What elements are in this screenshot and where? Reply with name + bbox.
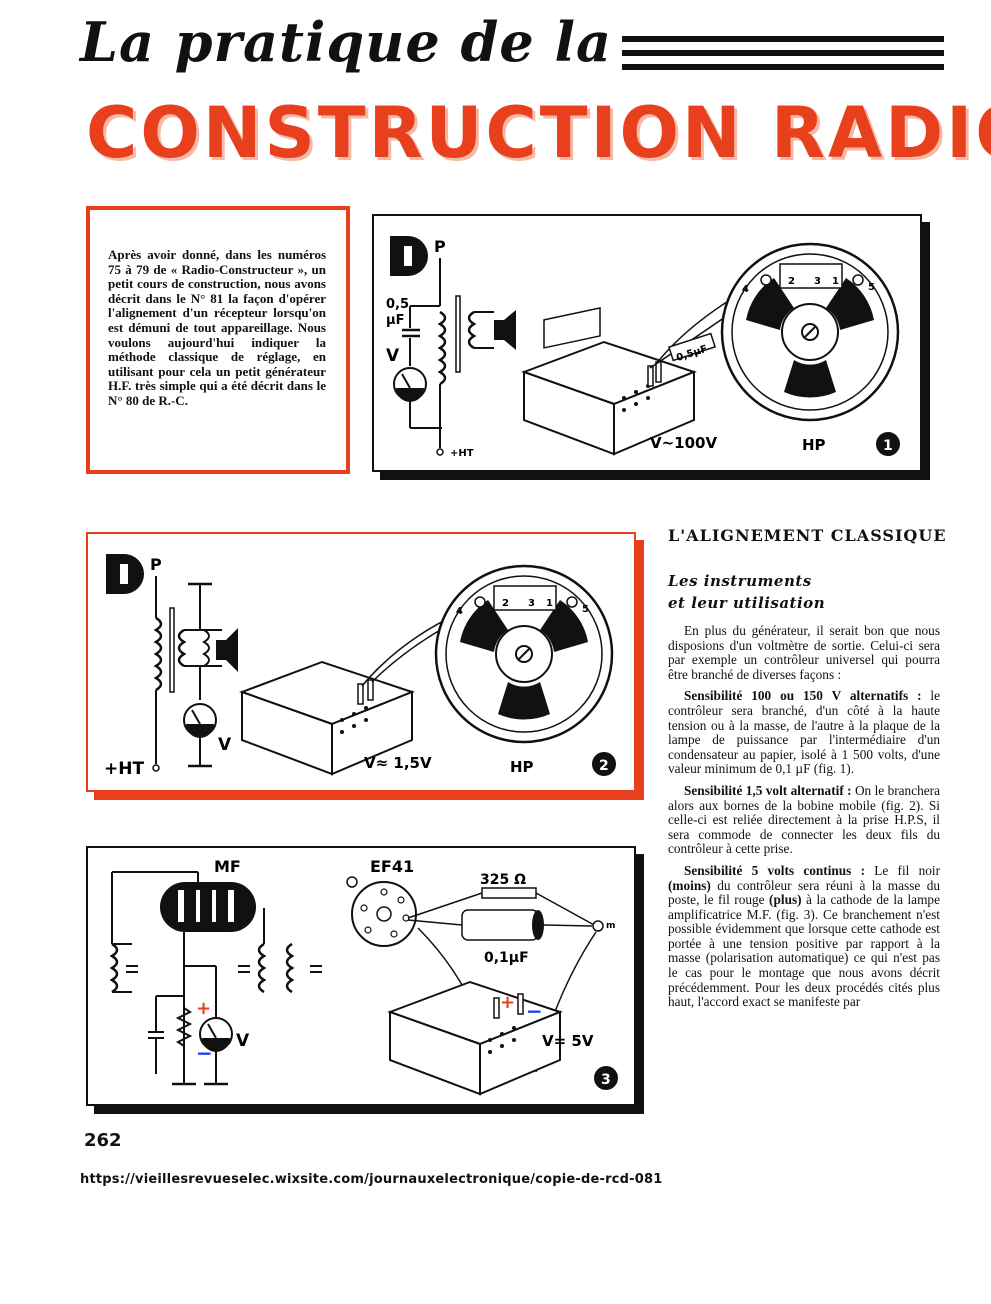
paragraph-2: Sensibilité 100 ou 150 V alternatifs : l…	[668, 688, 940, 777]
article-body: En plus du générateur, il serait bon que…	[668, 623, 941, 1017]
svg-text:2: 2	[788, 276, 795, 287]
svg-text:0,5: 0,5	[386, 297, 409, 312]
fig3-number: 3	[601, 1072, 611, 1088]
svg-text:+HT: +HT	[450, 448, 474, 459]
svg-text:V: V	[218, 735, 232, 755]
paragraph-1: En plus du générateur, il serait bon que…	[668, 623, 940, 682]
svg-text:P: P	[150, 555, 162, 574]
svg-text:MF: MF	[214, 857, 241, 876]
svg-text:V= 5V: V= 5V	[542, 1032, 594, 1050]
svg-text:4: 4	[742, 284, 749, 295]
paragraph-4: Sensibilité 5 volts continus : Le fil no…	[668, 862, 941, 1010]
svg-text:HP: HP	[802, 436, 826, 454]
capacitor-icon	[461, 909, 539, 941]
svg-text:V: V	[236, 1031, 250, 1051]
section-title: L'ALIGNEMENT CLASSIQUE	[668, 526, 947, 545]
section-subtitle: Les instruments et leur utilisation	[668, 570, 940, 614]
figure-3-drawing: MF + − V	[109, 857, 618, 1096]
header-rule-1	[622, 36, 944, 42]
figure-2: P +HT V V≈ 1,5V	[86, 532, 636, 792]
svg-text:2: 2	[502, 598, 509, 609]
svg-text:1: 1	[832, 276, 839, 287]
fig1-number: 1	[883, 438, 893, 454]
svg-text:V≈ 1,5V: V≈ 1,5V	[364, 754, 432, 772]
pentode-tube-icon	[160, 882, 256, 932]
resistor-icon	[175, 1007, 193, 1047]
svg-text:−: −	[196, 1041, 213, 1065]
svg-text:V: V	[386, 346, 400, 366]
svg-text:+: +	[500, 992, 515, 1013]
header-rule-2	[622, 50, 944, 56]
header-rule-3	[622, 64, 944, 70]
svg-text:4: 4	[456, 606, 463, 617]
svg-text:1: 1	[546, 598, 553, 609]
figure-2-drawing: P +HT V V≈ 1,5V	[104, 554, 616, 779]
svg-text:EF41: EF41	[370, 857, 414, 876]
fig1-p-label: P	[434, 237, 446, 256]
svg-text:V~100V: V~100V	[650, 434, 717, 452]
speaker-icon	[216, 640, 226, 660]
figure-1: P 0,5 µF V +HT 0,5µF	[372, 214, 922, 472]
coil-icon	[437, 310, 447, 386]
svg-text:3: 3	[528, 598, 535, 609]
intro-text: Après avoir donné, dans les numéros 75 à…	[108, 247, 326, 408]
paragraph-3: Sensibilité 1,5 volt alternatif : On le …	[668, 782, 940, 857]
coil-icon	[153, 616, 163, 692]
subtitle-line-1: Les instruments	[668, 572, 812, 590]
source-url[interactable]: https://vieillesrevueselec.wixsite.com/j…	[80, 1172, 663, 1187]
figure-1-drawing: P 0,5 µF V +HT 0,5µF	[386, 236, 900, 459]
speaker-icon	[494, 320, 504, 340]
svg-text:5: 5	[582, 604, 589, 615]
svg-text:0,1µF: 0,1µF	[484, 950, 529, 966]
svg-text:5: 5	[868, 282, 875, 293]
page-number: 262	[84, 1130, 122, 1151]
intro-frame	[86, 206, 350, 474]
fig2-number: 2	[599, 758, 609, 774]
svg-text:HP: HP	[510, 758, 534, 776]
svg-text:µF: µF	[386, 313, 404, 328]
svg-text:−: −	[526, 999, 543, 1023]
subtitle-line-2: et leur utilisation	[668, 594, 826, 612]
svg-text:325 Ω: 325 Ω	[480, 872, 526, 888]
header-main-title: CONSTRUCTION RADIO	[86, 92, 991, 174]
header-script-title: La pratique de la	[80, 10, 613, 74]
svg-text:+: +	[196, 998, 211, 1019]
figure-3: MF + − V	[86, 846, 636, 1106]
svg-text:m: m	[606, 921, 615, 931]
svg-text:+HT: +HT	[104, 759, 144, 779]
svg-text:3: 3	[814, 276, 821, 287]
